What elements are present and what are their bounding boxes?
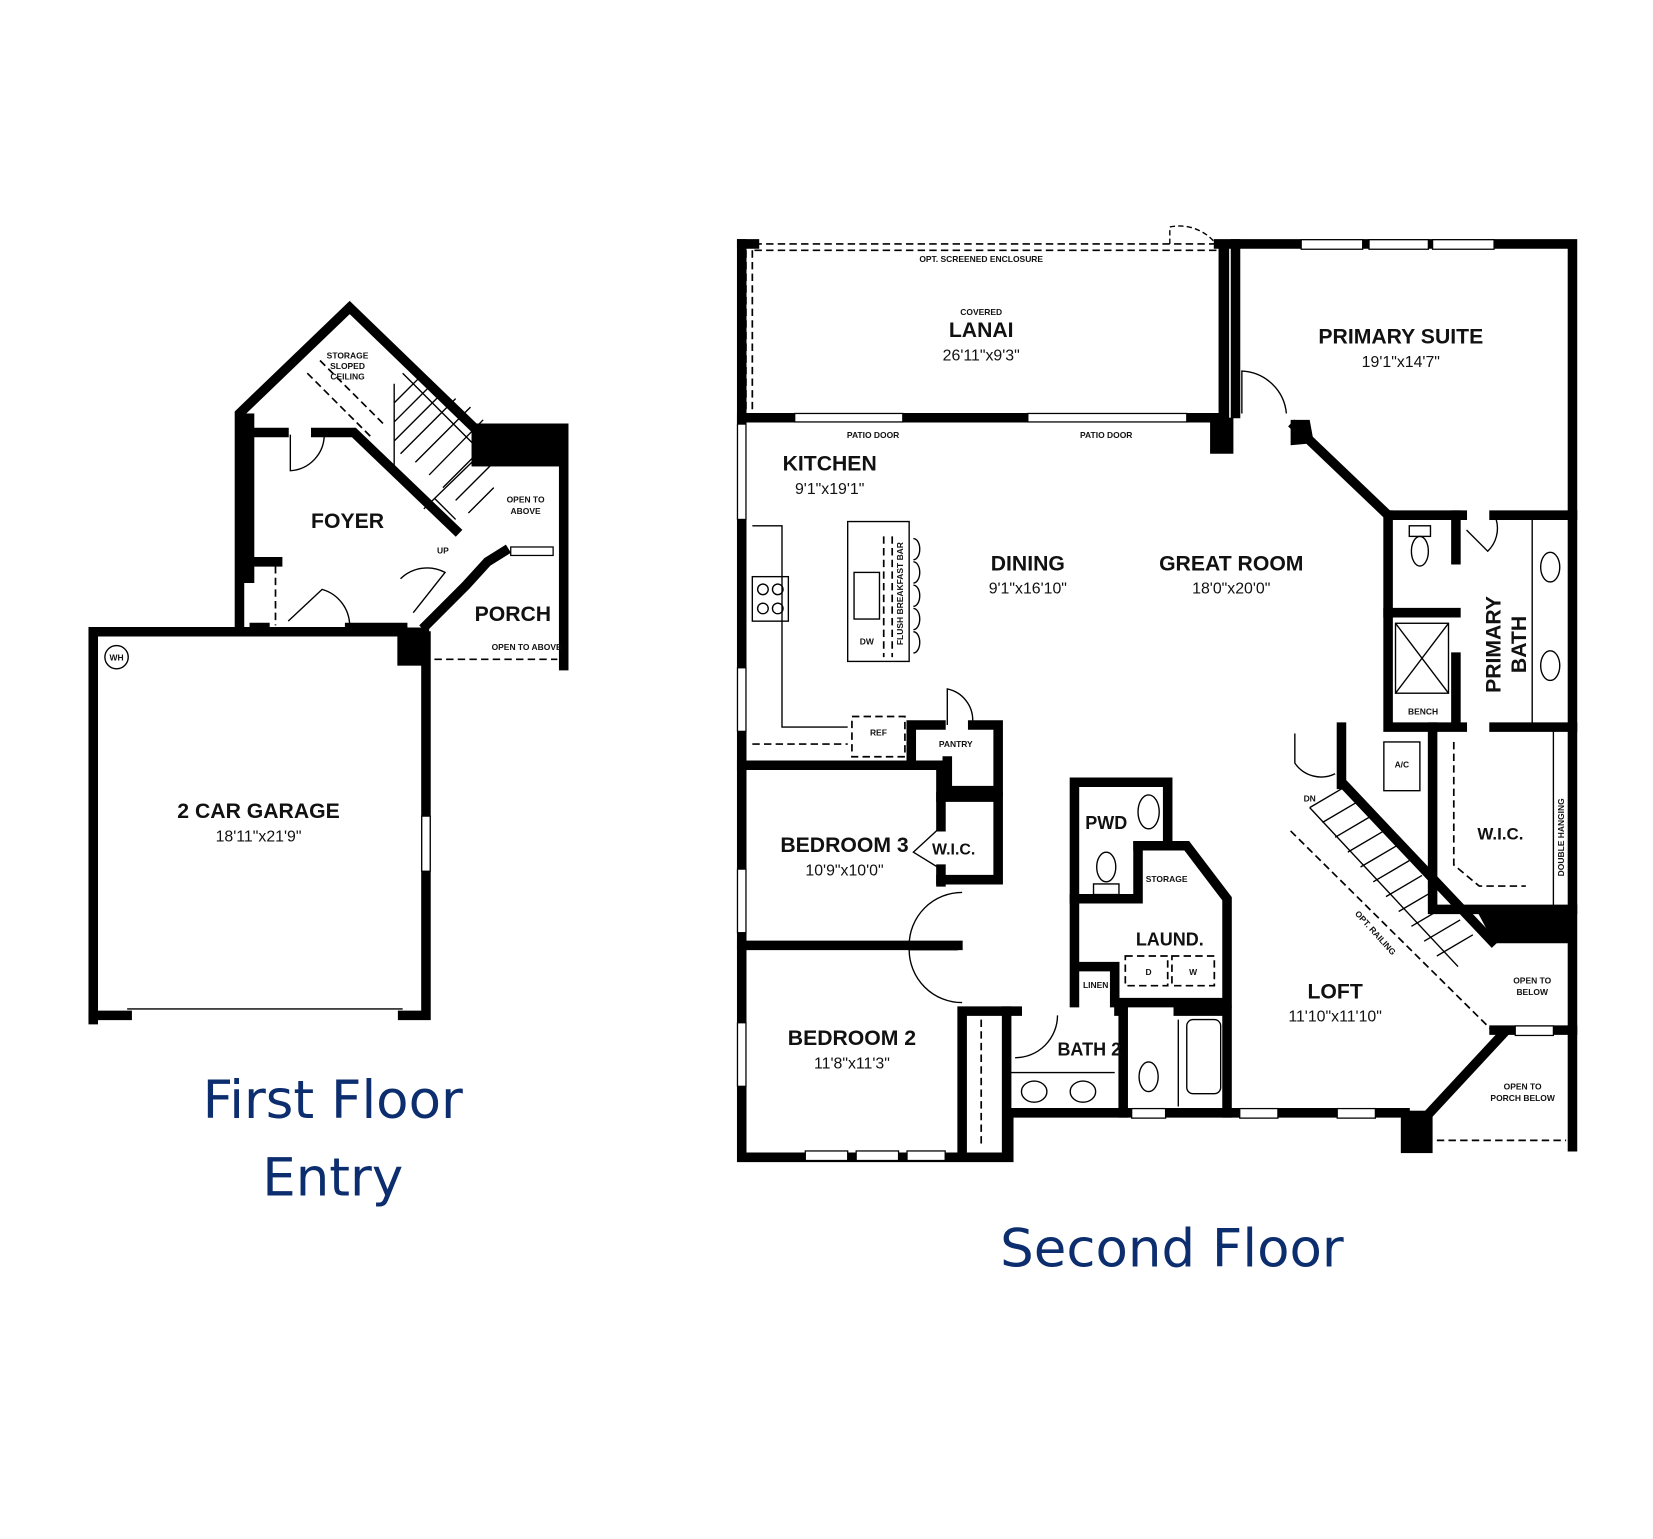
kitchen-name: KITCHEN [783,453,877,476]
front-door [400,567,447,614]
refrigerator-label: REF [870,728,887,738]
primary-wic-name: W.I.C. [1477,824,1523,843]
loft-name: LOFT [1307,980,1362,1003]
dryer-label: D [1146,967,1152,977]
primary-suite-name: PRIMARY SUITE [1318,326,1483,349]
lanai-prefix: COVERED [960,307,1002,317]
storage-label: STORAGE [1146,874,1188,884]
shower-icon [1394,622,1450,694]
loft-door [1294,733,1336,778]
bedroom3-door [908,891,963,947]
storage-label-2: SLOPED [330,361,365,371]
down-label: DN [1304,793,1316,803]
garage-name: 2 CAR GARAGE [177,800,339,823]
stairs [1290,779,1499,1033]
lanai-name: LANAI [949,319,1014,342]
patio-door-label-2: PATIO DOOR [1080,430,1132,440]
double-hanging-label: DOUBLE HANGING [1556,798,1566,877]
screened-enclosure-label: OPT. SCREENED ENCLOSURE [919,254,1043,264]
loft-dims: 11'10"x11'10" [1288,1009,1382,1026]
dining-dims: 9'1"x16'10" [989,581,1067,598]
bench-label: BENCH [1408,706,1438,716]
open-above-label: OPEN TO [507,494,545,504]
pantry-label: PANTRY [939,739,973,749]
bath-door [1466,519,1499,553]
bath2-name: BATH 2 [1057,1040,1121,1060]
foyer-name: FOYER [311,510,384,533]
screen-door [1169,225,1215,244]
lanai-dims: 26'11"x9'3" [943,347,1020,364]
cooktop-icon [751,575,790,622]
foyer: UP STORAGE SLOPED CEILING OPEN TO ABOVE … [234,300,569,671]
refrigerator [851,715,906,758]
kitchen-island [847,520,910,663]
kitchen: FLUSH BREAKFAST BAR DW REF PANTRY KITCHE… [751,453,1003,796]
suite-door [1241,370,1288,414]
garage-dims: 18'11"x21'9" [216,829,302,846]
ac-label: A/C [1395,759,1410,769]
linen-label: LINEN [1083,980,1108,990]
bedroom3-wic-name: W.I.C. [932,841,975,858]
great-room-dims: 18'0"x20'0" [1192,581,1270,598]
primary-bath-name: PRIMARY [1482,596,1505,693]
toilet-icon [1096,851,1117,883]
bedroom2-name: BEDROOM 2 [788,1027,916,1050]
storage-label: STORAGE [327,350,369,360]
garage-entry-door [287,588,351,626]
laundry-name: LAUND. [1136,929,1204,949]
up-label: UP [437,545,449,555]
primary-suite-dims: 19'1"x14'7" [1362,354,1440,371]
bedroom2-door [908,948,963,1004]
garage-window [421,815,431,872]
toilet-icon [1410,535,1430,567]
second-floor-plan: OPT. SCREENED ENCLOSURE COVERED LANAI 26… [736,225,1578,1279]
open-below-label: OPEN TO [1513,976,1551,986]
open-above-label-2: ABOVE [511,506,541,516]
great-room-name: GREAT ROOM [1159,552,1303,575]
dining-name: DINING [991,552,1065,575]
washer-label: W [1189,967,1197,977]
kitchen-dims: 9'1"x19'1" [795,481,864,498]
pwd-name: PWD [1085,813,1127,833]
second-floor-title: Second Floor [1000,1218,1344,1279]
porch-open-label: OPEN TO ABOVE [492,642,562,652]
water-heater-icon [104,644,129,670]
first-floor-plan: WH 2 CAR GARAGE 18'11"x21'9" UP [88,300,569,1208]
primary-bath-name-2: BATH [1508,616,1531,673]
first-floor-title: First Floor [203,1070,463,1131]
breakfast-bar-label: FLUSH BREAKFAST BAR [895,542,905,645]
stairs [393,372,495,520]
open-below-label-2: BELOW [1516,987,1548,997]
porch-name: PORCH [475,603,552,626]
sink-icon [853,571,881,620]
storage-label-3: CEILING [330,372,365,382]
porch-below-label: OPEN TO [1504,1082,1542,1092]
closet-door [289,434,325,472]
bedroom2-dims: 11'8"x11'3" [814,1055,890,1072]
bathtub-icon [1186,1018,1222,1095]
patio-door-label: PATIO DOOR [847,430,899,440]
first-floor-subtitle: Entry [262,1147,403,1208]
porch-below-label-2: PORCH BELOW [1490,1093,1554,1103]
water-heater-label: WH [110,652,124,662]
bedroom3-name: BEDROOM 3 [780,834,909,857]
dishwasher-label: DW [860,636,874,646]
garage: WH 2 CAR GARAGE 18'11"x21'9" [88,626,431,1025]
bedroom3-dims: 10'9"x10'0" [805,862,883,879]
